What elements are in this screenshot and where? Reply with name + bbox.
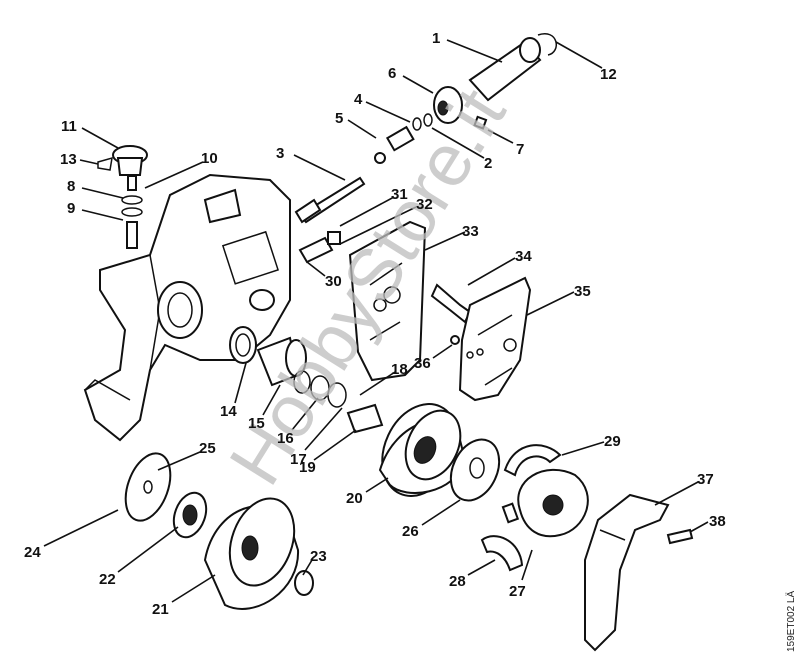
drawing-code: 159ET002 LÄ — [785, 591, 797, 652]
label-24: 24 — [24, 544, 41, 561]
label-32: 32 — [416, 196, 433, 213]
label-21: 21 — [152, 601, 169, 618]
label-27: 27 — [509, 583, 526, 600]
label-28: 28 — [449, 573, 466, 590]
label-36: 36 — [414, 355, 431, 372]
label-12: 12 — [600, 66, 617, 83]
label-4: 4 — [354, 91, 363, 108]
leader-lines — [43, 39, 709, 603]
clutch-drum — [378, 403, 501, 502]
label-38: 38 — [709, 513, 726, 530]
label-19: 19 — [299, 459, 316, 476]
clutch-housing — [83, 173, 291, 442]
label-35: 35 — [574, 283, 591, 300]
label-14: 14 — [220, 403, 237, 420]
label-37: 37 — [697, 471, 714, 488]
part-labels: 1 2 3 4 5 6 7 8 9 10 11 12 13 14 15 16 1… — [24, 30, 726, 618]
label-22: 22 — [99, 571, 116, 588]
oil-pump-shaft — [294, 113, 433, 224]
label-33: 33 — [462, 223, 479, 240]
label-1: 1 — [432, 30, 440, 47]
bearing-stack — [229, 326, 384, 434]
label-26: 26 — [402, 523, 419, 540]
label-9: 9 — [67, 200, 75, 217]
chain-guard — [584, 493, 694, 652]
label-6: 6 — [388, 65, 396, 82]
label-11: 11 — [61, 118, 77, 135]
label-7: 7 — [516, 141, 524, 158]
label-29: 29 — [604, 433, 621, 450]
label-30: 30 — [325, 273, 342, 290]
label-8: 8 — [67, 178, 75, 195]
label-23: 23 — [310, 548, 327, 565]
worm-gear-assembly — [433, 32, 558, 130]
clutch-assembly — [480, 444, 589, 572]
label-17: 17 — [290, 451, 307, 468]
side-plates — [348, 220, 532, 402]
label-13: 13 — [60, 151, 77, 168]
label-18: 18 — [391, 361, 408, 378]
label-31: 31 — [391, 186, 408, 203]
sprocket-parts — [124, 452, 314, 610]
oil-cap — [97, 145, 148, 249]
label-5: 5 — [335, 110, 343, 127]
label-10: 10 — [201, 150, 218, 167]
label-2: 2 — [484, 155, 492, 172]
label-34: 34 — [515, 248, 532, 265]
label-15: 15 — [248, 415, 265, 432]
label-25: 25 — [199, 440, 216, 457]
label-20: 20 — [346, 490, 363, 507]
label-16: 16 — [277, 430, 294, 447]
adjuster-parts — [298, 231, 341, 264]
label-3: 3 — [276, 145, 284, 162]
